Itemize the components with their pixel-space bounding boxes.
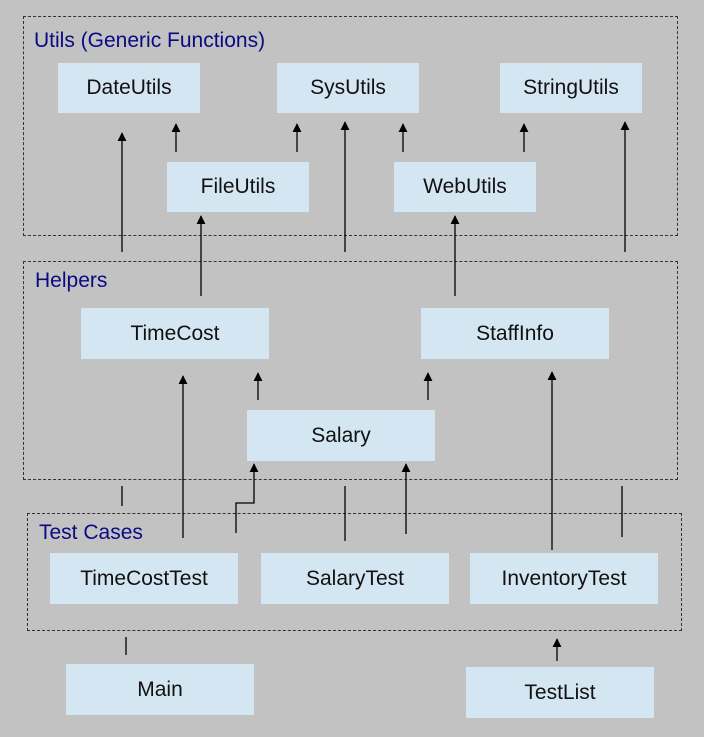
helpers-group bbox=[23, 261, 678, 480]
web-utils-node: WebUtils bbox=[394, 162, 536, 212]
string-utils-node: StringUtils bbox=[500, 63, 642, 113]
staff-info-node: StaffInfo bbox=[421, 308, 609, 359]
salary-node: Salary bbox=[247, 410, 435, 461]
salary-test-node: SalaryTest bbox=[261, 553, 449, 604]
file-utils-node: FileUtils bbox=[167, 162, 309, 212]
helpers-group-title: Helpers bbox=[35, 269, 108, 292]
time-cost-test-node: TimeCostTest bbox=[50, 553, 238, 604]
date-utils-node: DateUtils bbox=[58, 63, 200, 113]
utils-group bbox=[23, 16, 678, 236]
inventory-test-node: InventoryTest bbox=[470, 553, 658, 604]
main-node: Main bbox=[66, 664, 254, 715]
time-cost-node: TimeCost bbox=[81, 308, 269, 359]
test-cases-group bbox=[27, 513, 682, 631]
test-list-node: TestList bbox=[466, 667, 654, 718]
utils-group-title: Utils (Generic Functions) bbox=[34, 29, 266, 52]
test-cases-group-title: Test Cases bbox=[39, 521, 143, 544]
sys-utils-node: SysUtils bbox=[277, 63, 419, 113]
